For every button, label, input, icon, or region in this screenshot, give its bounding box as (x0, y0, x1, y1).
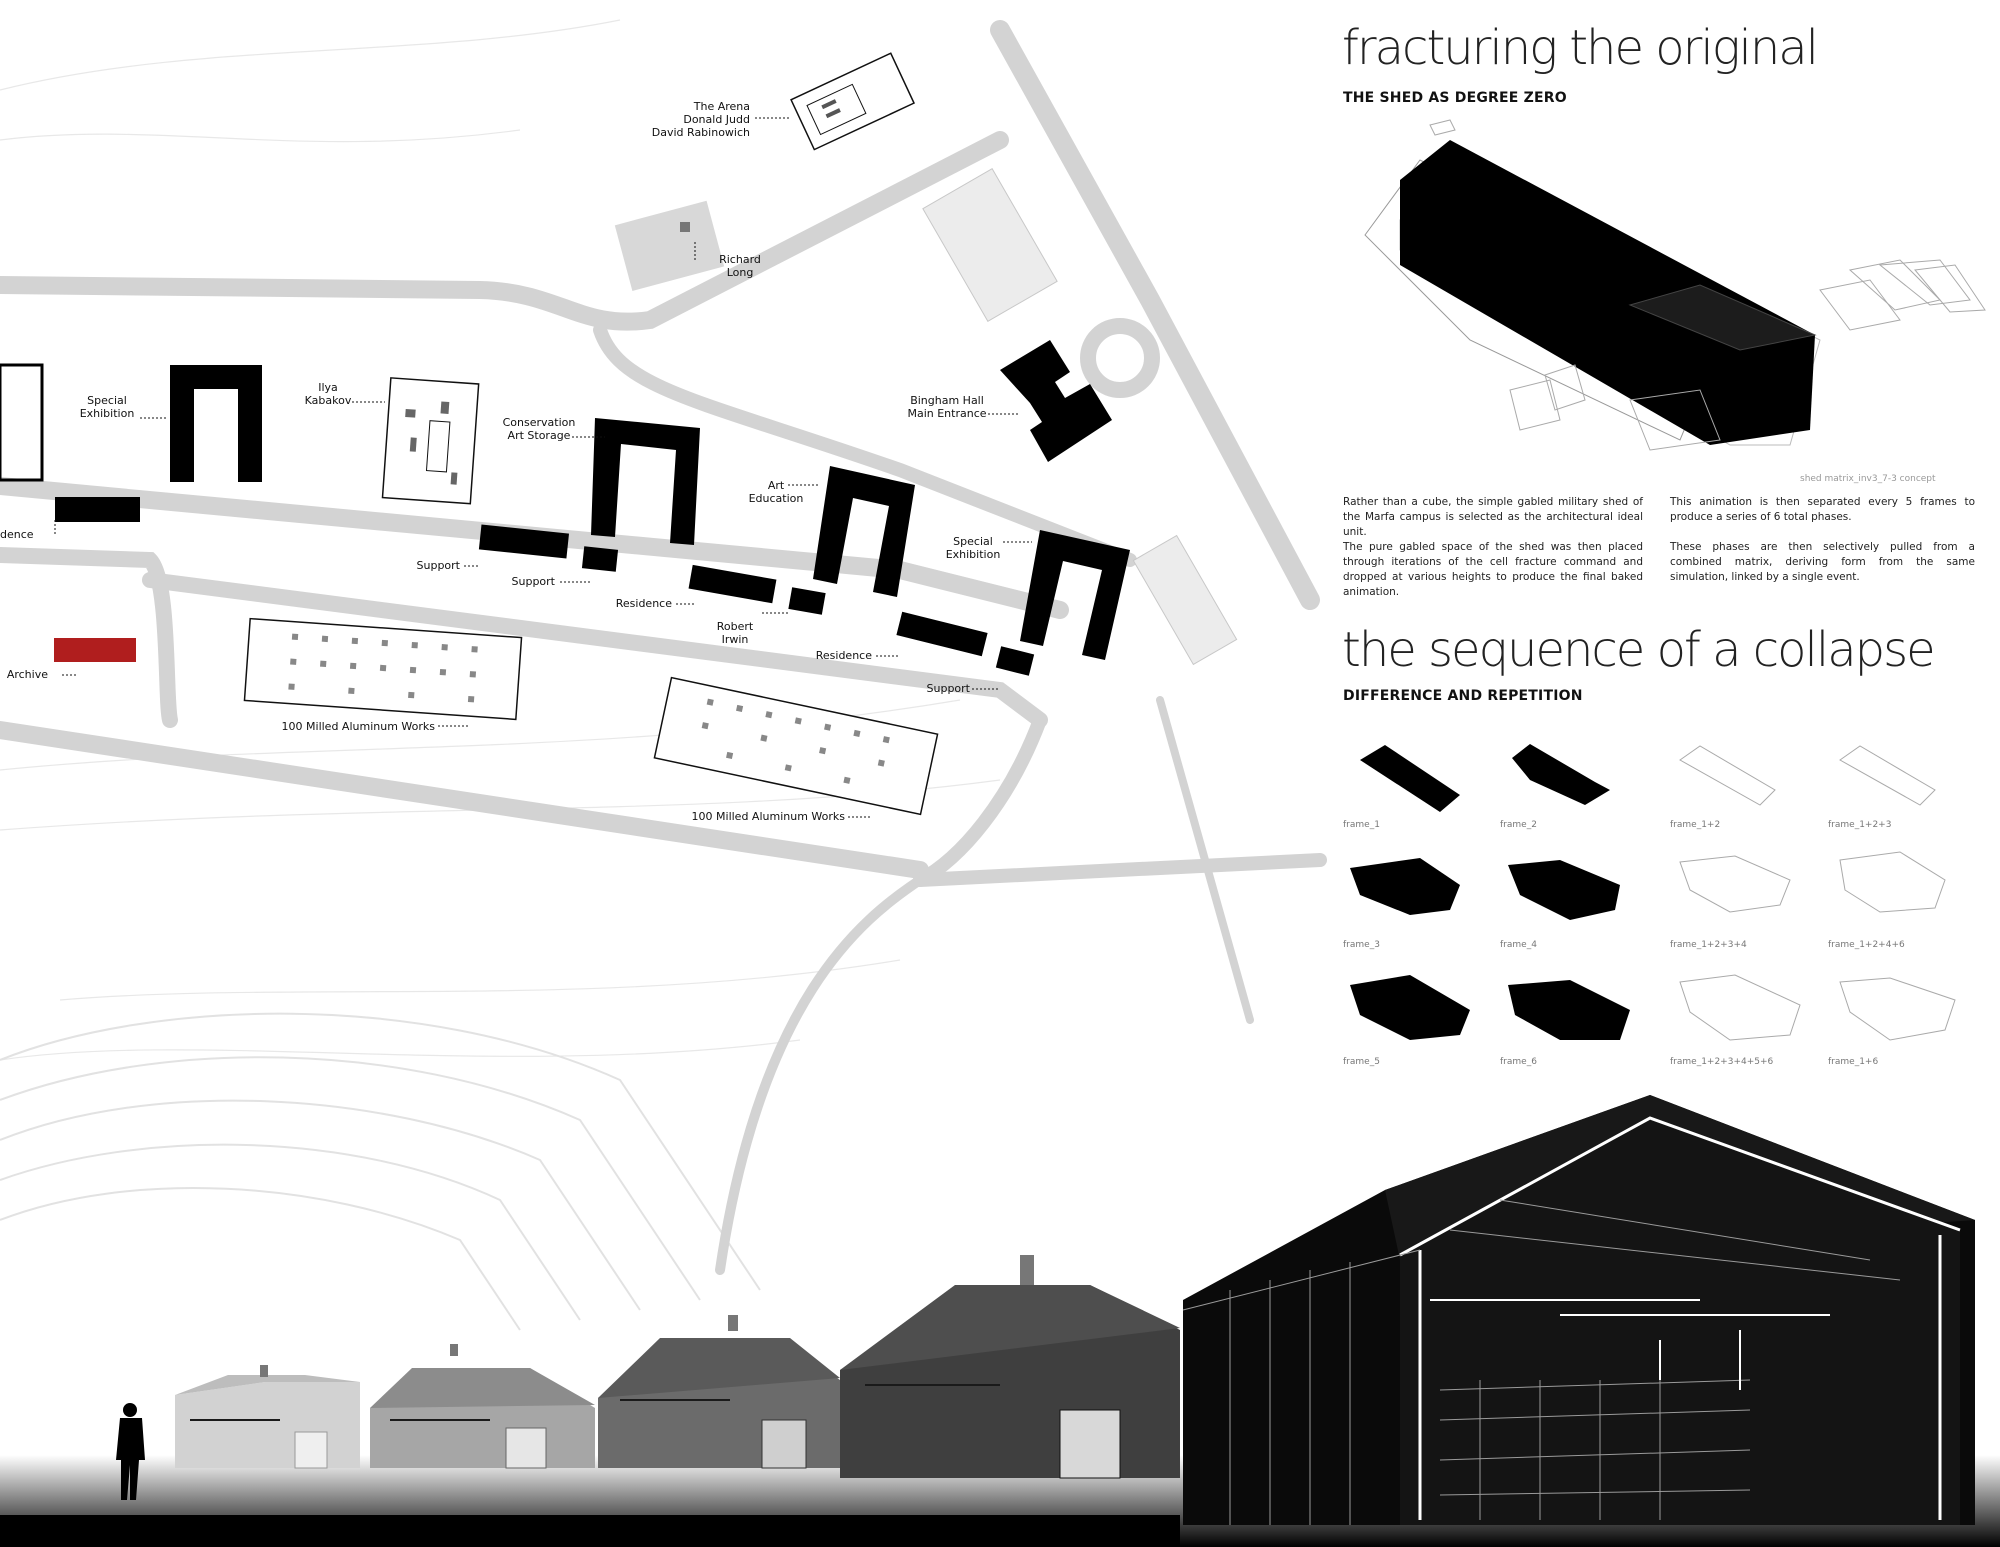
fractured-shed (1182, 1095, 1975, 1525)
arena-building (790, 52, 916, 151)
label-special-exhibition-2: Special Exhibition (945, 535, 1001, 561)
label-residence-left: dence (0, 528, 34, 541)
roundabout (1080, 318, 1160, 398)
label-art-education: Art Education (748, 479, 804, 505)
label-support-1: Support (416, 559, 460, 572)
fracture-diagram (1364, 119, 1986, 451)
section-title: the sequence of a collapse (1342, 622, 1936, 678)
frame-label: frame_3 (1343, 940, 1380, 950)
u-buildings (170, 365, 1130, 660)
paragraph-3: This animation is then separated every 5… (1670, 496, 1975, 523)
aluminum-shed-2 (653, 676, 939, 816)
label-residence-1: Residence (615, 597, 672, 610)
label-archive: Archive (6, 668, 48, 681)
frame-label: frame_5 (1343, 1057, 1380, 1067)
frame-label: frame_1+6 (1828, 1057, 1879, 1067)
label-conservation: Conservation Art Storage (502, 416, 576, 442)
frame-label: frame_1+2+3+4+5+6 (1670, 1057, 1774, 1067)
shed-row (175, 1255, 1180, 1479)
label-bingham: Bingham Hall Main Entrance (907, 394, 987, 420)
paragraph-1: Rather than a cube, the simple gabled mi… (1343, 496, 1643, 538)
paragraph-4: These phases are then selectively pulled… (1670, 541, 1975, 583)
label-kabakov: Ilya Kabakov (304, 381, 352, 407)
section-subtitle: DIFFERENCE AND REPETITION (1343, 688, 1583, 704)
frame-label: frame_1+2+4+6 (1828, 940, 1905, 950)
frame-label: frame_1+2 (1670, 820, 1721, 830)
person-silhouette (116, 1403, 145, 1500)
frame-label: frame_2 (1500, 820, 1537, 830)
richard-long-pad (614, 200, 725, 292)
frame-label: frame_1+2+3 (1828, 820, 1892, 830)
label-aluminum-1: 100 Milled Aluminum Works (281, 720, 435, 733)
parking (922, 168, 1238, 666)
label-aluminum-2: 100 Milled Aluminum Works (691, 810, 845, 823)
bingham-hall (1000, 340, 1112, 462)
label-robert-irwin: Robert Irwin (716, 620, 754, 646)
paragraph-2: The pure gabled space of the shed was th… (1343, 541, 1643, 598)
label-support-3: Support (926, 682, 970, 695)
diagram-caption: shed matrix_inv3_7-3 concept (1800, 474, 1936, 484)
label-richard-long: Richard Long (719, 253, 761, 279)
frame-label: frame_1+2+3+4 (1670, 940, 1747, 950)
label-residence-2: Residence (815, 649, 872, 662)
page-title: fracturing the original (1342, 20, 1819, 76)
frame-thumbnails (1350, 744, 1956, 1041)
label-support-2: Support (511, 575, 555, 588)
frame-label: frame_1 (1343, 820, 1380, 830)
frame-label: frame_6 (1500, 1057, 1537, 1067)
aluminum-shed-1 (243, 617, 523, 721)
label-arena: The Arena Donald Judd David Rabinowich (651, 100, 750, 139)
kabakov-building (381, 377, 480, 505)
leader-lines (54, 117, 1032, 818)
frame-label: frame_4 (1500, 940, 1537, 950)
page-subtitle: THE SHED AS DEGREE ZERO (1343, 90, 1567, 106)
bars (55, 497, 1035, 676)
label-special-exhibition-1: Special Exhibition (79, 394, 135, 420)
archive-bar (54, 638, 136, 662)
landform-arcs (0, 1012, 761, 1331)
